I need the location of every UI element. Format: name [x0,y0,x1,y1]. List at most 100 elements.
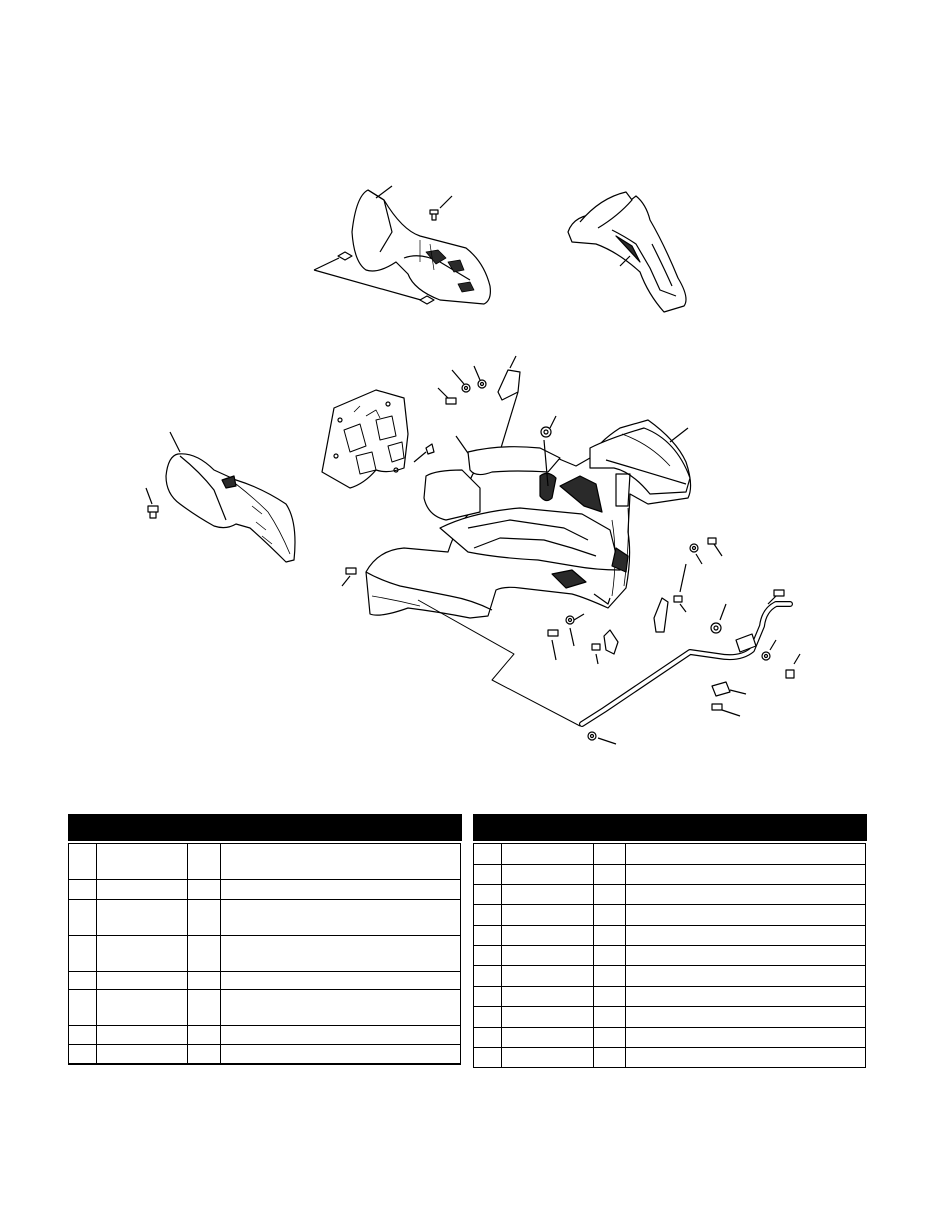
ref-cell [474,1046,502,1068]
table-row [69,970,460,990]
parts-table-left [67,814,462,1065]
description-cell [219,1024,460,1045]
ref-cell [474,903,502,926]
description-cell [624,903,865,926]
left-side-panel-part [165,431,296,563]
front-fender-body-part [365,419,692,619]
part-number-cell [500,844,594,865]
qty-cell [186,970,221,990]
nose-cover-part [567,191,687,313]
table-row [69,898,460,936]
ref-cell [474,924,502,946]
parts-table-right-grid [474,844,865,1068]
ref-cell [69,988,97,1026]
ref-cell [69,898,97,936]
table-row [474,844,865,865]
table-row [69,878,460,900]
description-cell [624,944,865,966]
qty-cell [592,1005,626,1028]
panel-pad-icons [313,251,435,305]
ref-cell [69,1024,97,1045]
qty-cell [592,863,626,885]
part-number-cell [500,924,594,946]
table-row [69,988,460,1026]
right-fasteners [653,537,727,634]
description-cell [624,844,865,865]
description-cell [624,863,865,885]
description-cell [624,1026,865,1048]
qty-cell [186,934,221,972]
ref-cell [474,1005,502,1028]
part-number-cell [95,1024,188,1045]
ref-cell [474,883,502,905]
part-number-cell [95,878,188,900]
qty-cell [592,1026,626,1048]
ref-cell [474,985,502,1007]
part-number-cell [500,1005,594,1028]
description-cell [219,898,460,936]
part-number-cell [95,898,188,936]
ref-cell [69,970,97,990]
part-number-cell [95,988,188,1026]
table-row [474,985,865,1007]
part-number-cell [500,985,594,1007]
fastener-cluster [413,355,557,485]
qty-cell [592,883,626,905]
table-row [474,883,865,905]
table-row [474,1005,865,1028]
qty-cell [592,844,626,865]
ref-cell [474,944,502,966]
part-number-cell [500,863,594,885]
description-cell [219,878,460,900]
lower-fasteners [341,567,619,665]
table-row [69,1043,460,1064]
parts-table-left-grid [69,844,460,1064]
ref-cell [474,1026,502,1048]
side-panel-part [351,185,491,305]
table-row [474,964,865,987]
part-number-cell [95,1043,188,1064]
qty-cell [186,1024,221,1045]
description-cell [219,988,460,1026]
description-cell [624,985,865,1007]
description-cell [624,883,865,905]
ref-cell [69,1043,97,1064]
description-cell [219,844,460,880]
ref-cell [474,844,502,865]
part-number-cell [95,934,188,972]
part-number-cell [500,1046,594,1068]
description-cell [624,1005,865,1028]
ref-cell [69,934,97,972]
panel-screw-icon [429,195,453,221]
table-row [474,944,865,966]
description-cell [624,924,865,946]
description-cell [219,970,460,990]
qty-cell [592,964,626,987]
ref-cell [474,964,502,987]
part-number-cell [95,970,188,990]
part-number-cell [500,883,594,905]
qty-cell [592,924,626,946]
table-row [474,924,865,946]
table-row [69,844,460,880]
parts-table-left-header [67,814,462,841]
front-bumper-bar [417,589,801,745]
description-cell [219,934,460,972]
table-row [474,863,865,885]
description-cell [219,1043,460,1064]
qty-cell [186,988,221,1026]
qty-cell [186,1043,221,1064]
part-number-cell [500,903,594,926]
part-number-cell [500,1026,594,1048]
qty-cell [186,898,221,936]
part-number-cell [500,944,594,966]
parts-table-right-header [472,814,867,841]
part-number-cell [95,844,188,880]
parts-table-right [472,814,867,1068]
ref-cell [69,844,97,880]
inner-mounting-bracket [321,389,409,489]
table-row [69,1024,460,1045]
description-cell [624,1046,865,1068]
ref-cell [474,863,502,885]
qty-cell [592,903,626,926]
